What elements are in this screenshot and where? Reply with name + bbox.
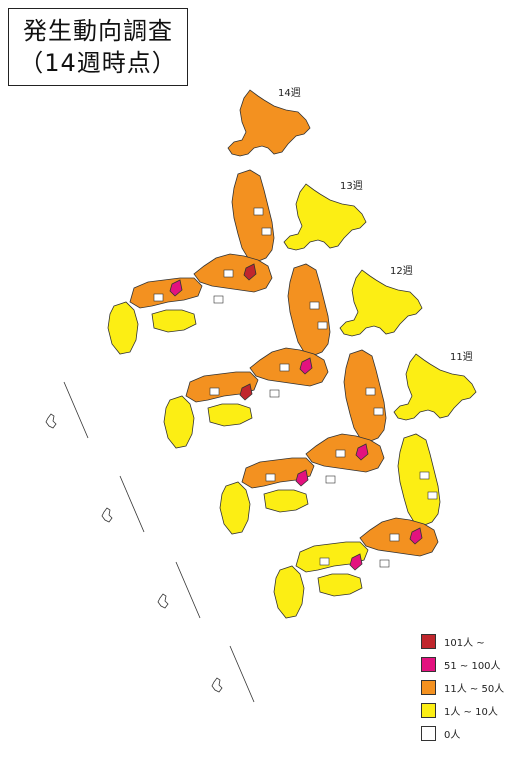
region-kyushu bbox=[107, 301, 139, 355]
prefecture-zero bbox=[319, 557, 330, 566]
region-shikoku bbox=[151, 309, 197, 333]
prefecture-zero bbox=[261, 227, 272, 236]
legend-item-51-100: 51 ~ 100人 bbox=[421, 653, 525, 676]
okinawa-islands bbox=[45, 413, 57, 429]
prefecture-zero bbox=[153, 293, 164, 302]
japan-map-week-3 bbox=[157, 269, 423, 619]
region-hokkaido-shape bbox=[283, 183, 367, 251]
region-honshu-north bbox=[397, 433, 441, 527]
japan-map-week-2 bbox=[101, 183, 367, 533]
title-box: 発生動向調査 （14週時点） bbox=[8, 8, 188, 86]
prefecture-zero bbox=[427, 491, 438, 500]
title-line-1: 発生動向調査 bbox=[23, 17, 173, 45]
legend: 101人 ~ 51 ~ 100人 11人 ~ 50人 1人 ~ 10人 0人 bbox=[421, 630, 525, 745]
legend-swatch-101-plus bbox=[421, 634, 436, 649]
region-honshu-north bbox=[231, 169, 275, 263]
prefecture-zero bbox=[265, 473, 276, 482]
legend-item-0: 0人 bbox=[421, 722, 525, 745]
week-label-1: 14週 bbox=[278, 87, 301, 99]
japan-map-week-4 bbox=[211, 353, 477, 703]
region-honshu-west bbox=[129, 277, 203, 309]
region-shikoku bbox=[207, 403, 253, 427]
legend-label-51-100: 51 ~ 100人 bbox=[444, 661, 501, 672]
prefecture-zero bbox=[269, 389, 280, 398]
legend-swatch-1-10 bbox=[421, 703, 436, 718]
prefecture-zero bbox=[279, 363, 290, 372]
prefecture-zero bbox=[253, 207, 264, 216]
okinawa-islands bbox=[101, 507, 113, 523]
region-shikoku bbox=[263, 489, 309, 513]
japan-map-week-1 bbox=[45, 89, 311, 439]
prefecture-hotspot bbox=[409, 527, 423, 545]
week-label-2: 13週 bbox=[340, 180, 363, 192]
prefecture-hotspot bbox=[169, 279, 183, 297]
prefecture-zero bbox=[317, 321, 328, 330]
region-kyushu bbox=[273, 565, 305, 619]
prefecture-hotspot bbox=[349, 553, 363, 571]
prefecture-zero bbox=[379, 559, 390, 568]
prefecture-hotspot bbox=[295, 469, 309, 487]
prefecture-zero bbox=[335, 449, 346, 458]
prefecture-zero bbox=[309, 301, 320, 310]
week-label-4: 11週 bbox=[450, 351, 473, 363]
prefecture-hotspot bbox=[239, 383, 253, 401]
legend-label-0: 0人 bbox=[444, 730, 461, 741]
legend-label-11-50: 11人 ~ 50人 bbox=[444, 684, 505, 695]
region-hokkaido-shape bbox=[339, 269, 423, 337]
title-line-2: （14週時点） bbox=[19, 49, 177, 77]
prefecture-zero bbox=[389, 533, 400, 542]
legend-item-1-10: 1人 ~ 10人 bbox=[421, 699, 525, 722]
legend-label-1-10: 1人 ~ 10人 bbox=[444, 707, 498, 718]
prefecture-hotspot bbox=[355, 443, 369, 461]
okinawa-separator-line bbox=[63, 381, 89, 439]
legend-swatch-51-100 bbox=[421, 657, 436, 672]
prefecture-zero bbox=[223, 269, 234, 278]
prefecture-zero bbox=[373, 407, 384, 416]
region-hokkaido-shape bbox=[227, 89, 311, 157]
legend-swatch-0 bbox=[421, 726, 436, 741]
prefecture-zero bbox=[325, 475, 336, 484]
prefecture-zero bbox=[213, 295, 224, 304]
week-label-3: 12週 bbox=[390, 265, 413, 277]
prefecture-hotspot bbox=[243, 263, 257, 281]
region-kyushu bbox=[219, 481, 251, 535]
okinawa-islands bbox=[211, 677, 223, 693]
prefecture-zero bbox=[209, 387, 220, 396]
okinawa-separator-line bbox=[229, 645, 255, 703]
prefecture-hotspot bbox=[299, 357, 313, 375]
legend-label-101-plus: 101人 ~ bbox=[444, 638, 485, 649]
region-honshu-north bbox=[287, 263, 331, 357]
prefecture-zero bbox=[365, 387, 376, 396]
region-shikoku bbox=[317, 573, 363, 597]
legend-item-11-50: 11人 ~ 50人 bbox=[421, 676, 525, 699]
legend-swatch-11-50 bbox=[421, 680, 436, 695]
okinawa-separator-line bbox=[175, 561, 201, 619]
region-honshu-north bbox=[343, 349, 387, 443]
region-hokkaido-shape bbox=[393, 353, 477, 421]
prefecture-zero bbox=[419, 471, 430, 480]
legend-item-101-plus: 101人 ~ bbox=[421, 630, 525, 653]
okinawa-islands bbox=[157, 593, 169, 609]
okinawa-separator-line bbox=[119, 475, 145, 533]
region-kyushu bbox=[163, 395, 195, 449]
